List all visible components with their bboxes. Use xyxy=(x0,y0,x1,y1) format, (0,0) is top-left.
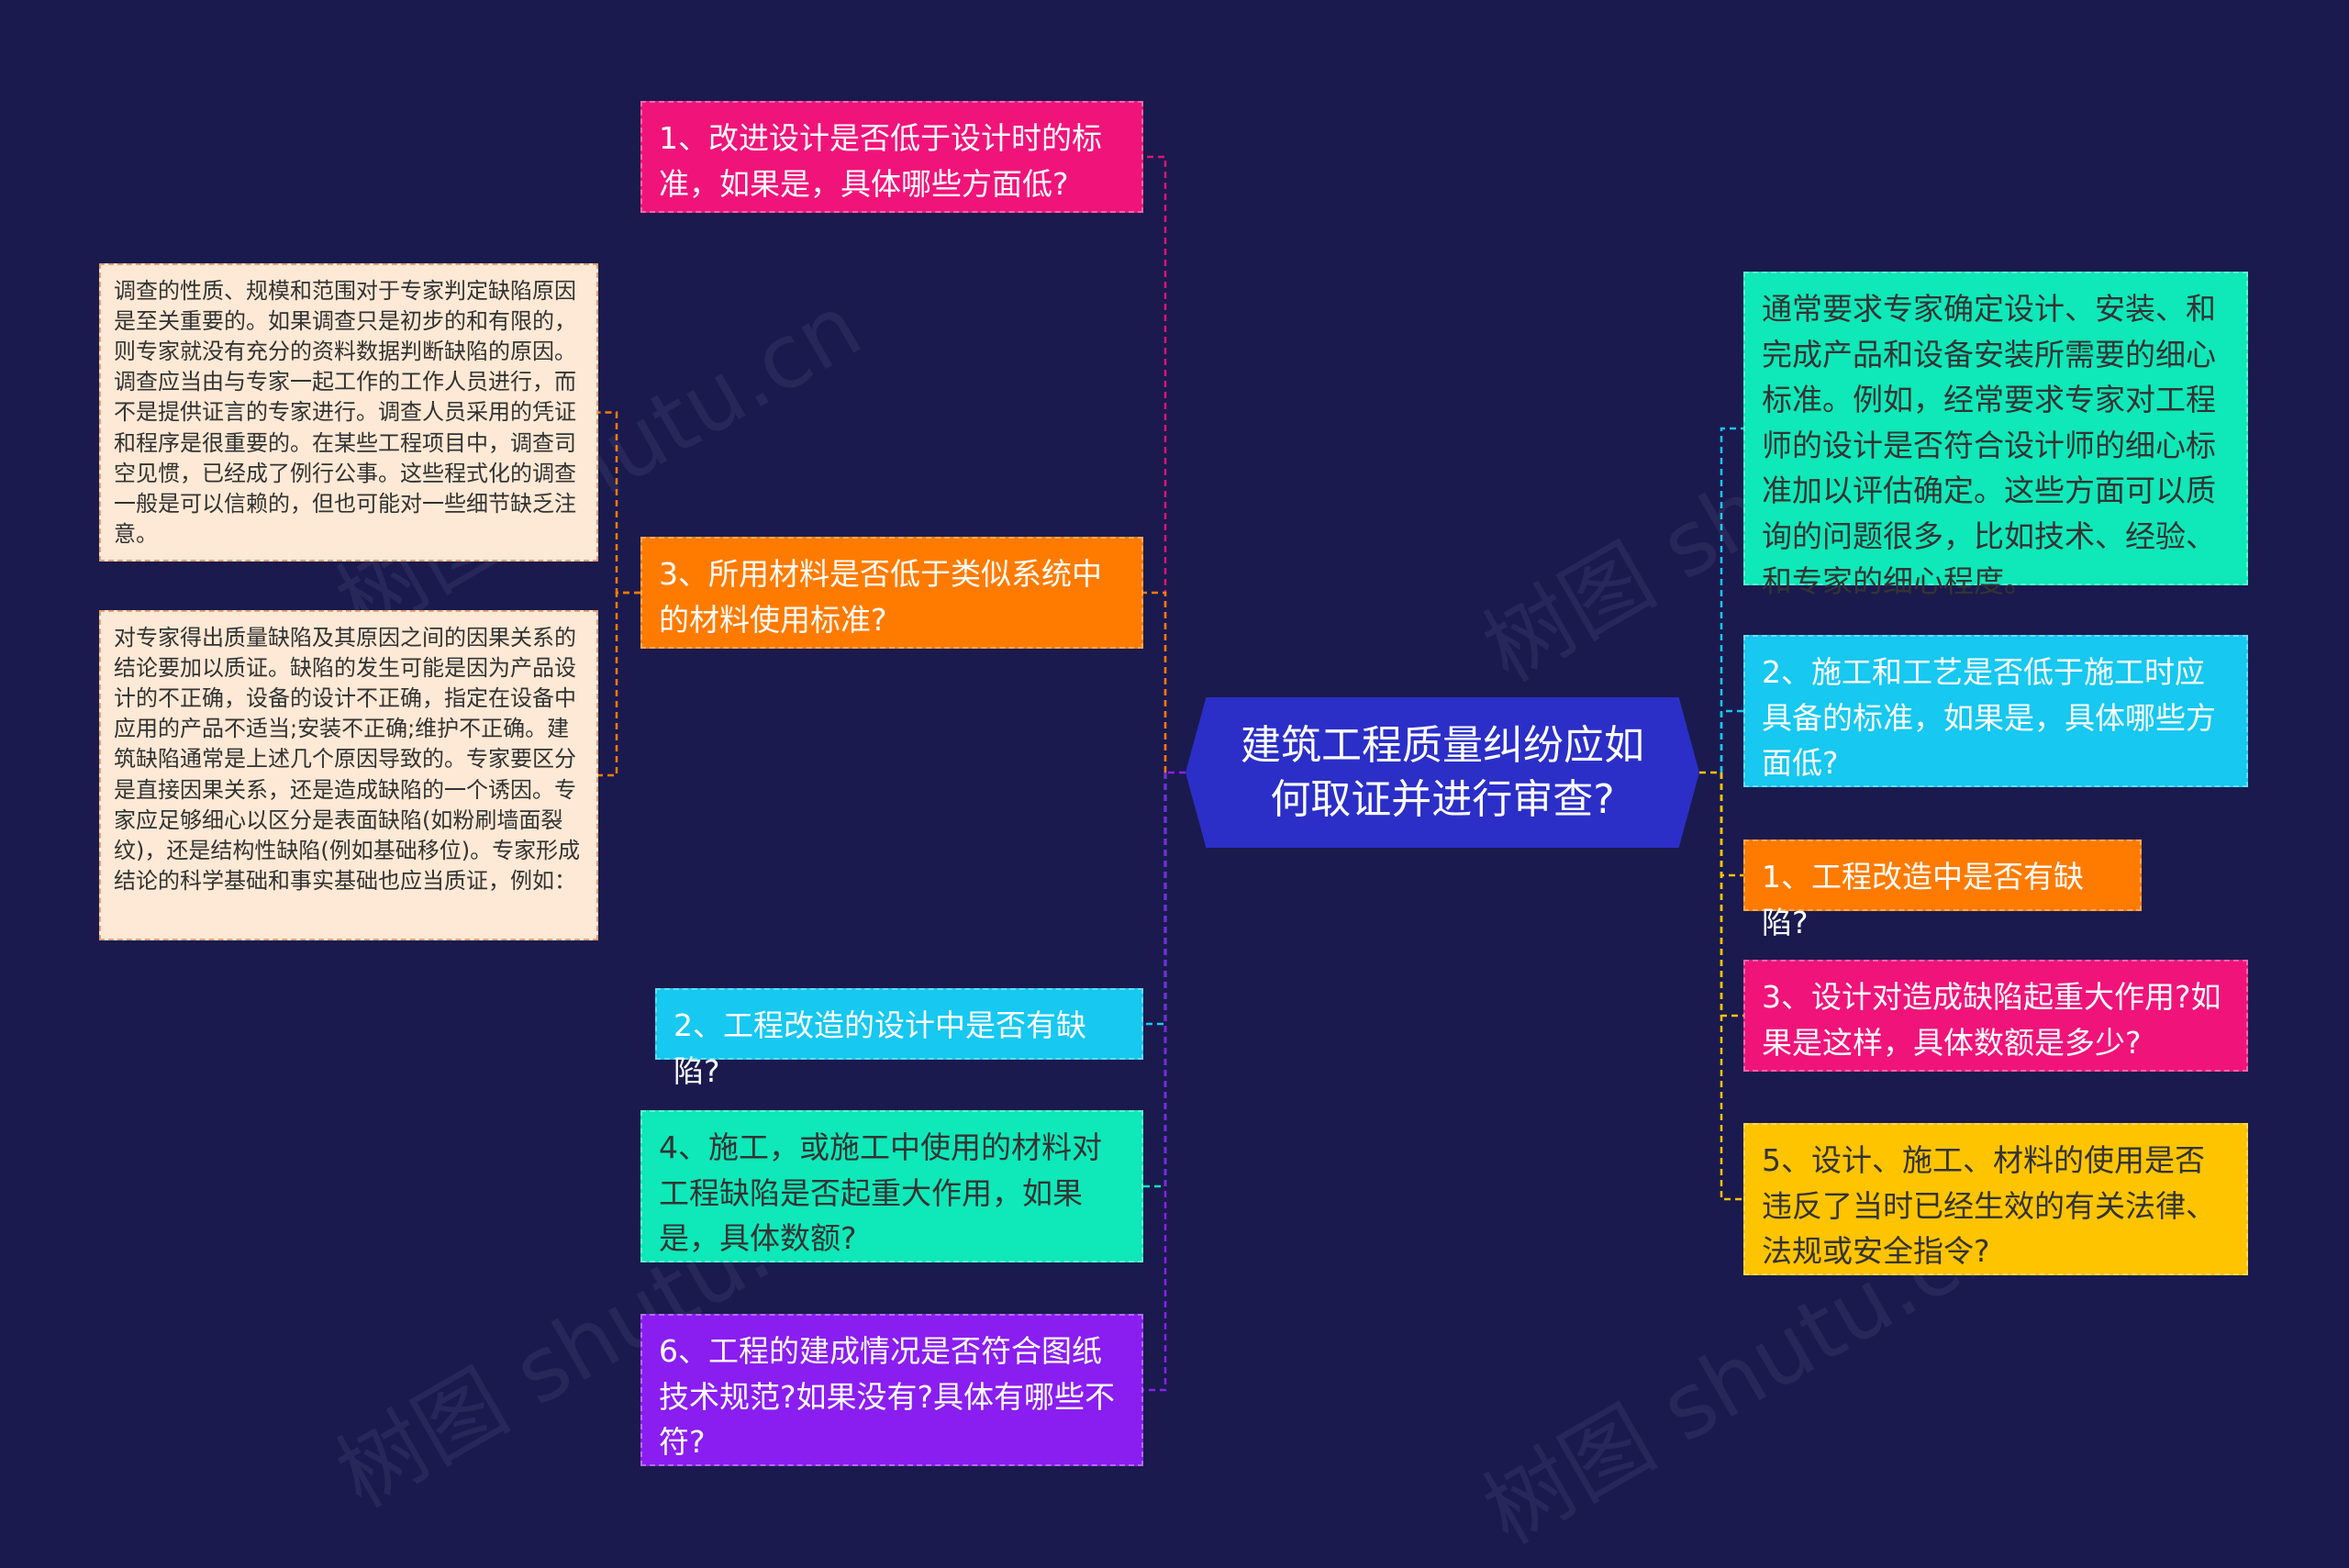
topic-label: 1、工程改造中是否有缺陷? xyxy=(1762,859,2084,940)
note-text: 调查的性质、规模和范围对于专家判定缺陷原因是至关重要的。如果调查只是初步的和有限… xyxy=(114,278,576,547)
topic-label: 2、工程改造的设计中是否有缺陷? xyxy=(674,1007,1086,1089)
right-branch-connector xyxy=(1720,773,1743,877)
note-connector xyxy=(598,591,640,777)
right-branch-connector xyxy=(1720,773,1743,1201)
left-branch-connector xyxy=(1143,155,1167,773)
left-branch-connector xyxy=(1143,773,1167,1188)
topic-label: 2、施工和工艺是否低于施工时应具备的标准，如果是，具体哪些方面低? xyxy=(1762,654,2216,781)
topic-label: 3、所用材料是否低于类似系统中的材料使用标准? xyxy=(659,556,1102,638)
topic-label: 通常要求专家确定设计、安装、和完成产品和设备安装所需要的细心标准。例如，经常要求… xyxy=(1762,291,2216,599)
topic-label: 6、工程的建成情况是否符合图纸技术规范?如果没有?具体有哪些不符? xyxy=(659,1333,1116,1460)
left-topic-2[interactable]: 2、工程改造的设计中是否有缺陷? xyxy=(655,988,1143,1089)
right-note-standard[interactable]: 通常要求专家确定设计、安装、和完成产品和设备安装所需要的细心标准。例如，经常要求… xyxy=(1743,272,2248,599)
root-topic[interactable]: 建筑工程质量纠纷应如何取证并进行审查? xyxy=(1186,697,1699,848)
note-text: 对专家得出质量缺陷及其原因之间的因果关系的结论要加以质证。缺陷的发生可能是因为产… xyxy=(114,625,581,894)
left-topic-1[interactable]: 1、改进设计是否低于设计时的标准，如果是，具体哪些方面低? xyxy=(640,101,1143,213)
topic-label: 4、施工，或施工中使用的材料对工程缺陷是否起重大作用，如果是，具体数额? xyxy=(659,1129,1102,1256)
note-investigation[interactable]: 调查的性质、规模和范围对于专家判定缺陷原因是至关重要的。如果调查只是初步的和有限… xyxy=(99,263,598,562)
right-topic-3[interactable]: 3、设计对造成缺陷起重大作用?如果是这样，具体数额是多少? xyxy=(1743,960,2248,1072)
left-branch-connector xyxy=(1143,591,1167,773)
topic-label: 1、改进设计是否低于设计时的标准，如果是，具体哪些方面低? xyxy=(659,120,1102,202)
right-branch-connector xyxy=(1720,773,1743,1018)
left-topic-6[interactable]: 6、工程的建成情况是否符合图纸技术规范?如果没有?具体有哪些不符? xyxy=(640,1314,1143,1466)
topic-label: 3、设计对造成缺陷起重大作用?如果是这样，具体数额是多少? xyxy=(1762,979,2221,1061)
root-topic-label: 建筑工程质量纠纷应如何取证并进行审查? xyxy=(1241,721,1644,823)
left-topic-4[interactable]: 4、施工，或施工中使用的材料对工程缺陷是否起重大作用，如果是，具体数额? xyxy=(640,1110,1143,1262)
right-branch-connector xyxy=(1720,427,1743,773)
right-topic-2[interactable]: 2、施工和工艺是否低于施工时应具备的标准，如果是，具体哪些方面低? xyxy=(1743,635,2248,787)
left-branch-connector xyxy=(1143,773,1167,1392)
right-topic-5[interactable]: 5、设计、施工、材料的使用是否违反了当时已经生效的有关法律、法规或安全指令? xyxy=(1743,1123,2248,1275)
left-topic-3[interactable]: 3、所用材料是否低于类似系统中的材料使用标准? xyxy=(640,537,1143,649)
note-causation[interactable]: 对专家得出质量缺陷及其原因之间的因果关系的结论要加以质证。缺陷的发生可能是因为产… xyxy=(99,610,598,940)
right-branch-connector xyxy=(1720,709,1743,773)
note-connector xyxy=(598,411,640,595)
left-branch-connector xyxy=(1143,773,1167,1026)
topic-label: 5、设计、施工、材料的使用是否违反了当时已经生效的有关法律、法规或安全指令? xyxy=(1762,1142,2216,1269)
right-topic-1[interactable]: 1、工程改造中是否有缺陷? xyxy=(1743,840,2142,940)
